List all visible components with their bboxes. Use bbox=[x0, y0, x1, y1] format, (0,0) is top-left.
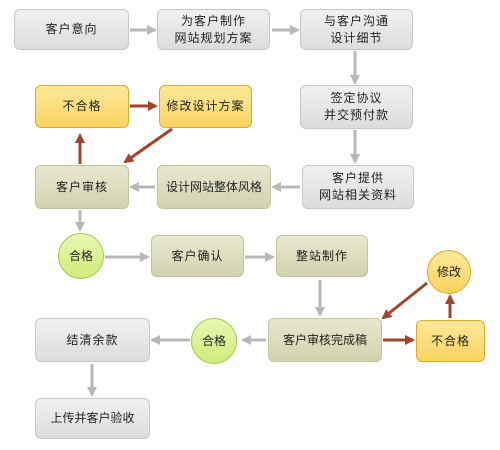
node-label: 客户审核 bbox=[55, 179, 108, 194]
node-pass-bottom: 合格 bbox=[191, 318, 237, 364]
arrow-modify-to-final-review bbox=[381, 281, 428, 320]
node-site-build: 整站制作 bbox=[276, 235, 368, 277]
node-label: 合格 bbox=[201, 333, 226, 348]
node-label: 客户确认 bbox=[171, 248, 224, 263]
node-fail-top: 不合格 bbox=[35, 85, 129, 128]
node-label: 不合格 bbox=[430, 333, 470, 348]
node-label: 上传并客户验收 bbox=[50, 411, 135, 425]
node-label: 合格 bbox=[68, 248, 93, 263]
node-customer-intent: 客户意向 bbox=[14, 9, 129, 50]
node-communicate-design: 与客户沟通 设计细节 bbox=[300, 9, 413, 50]
node-fail-bottom: 不合格 bbox=[416, 320, 485, 362]
node-label: 为客户制作 网站规划方案 bbox=[174, 13, 253, 45]
node-label: 不合格 bbox=[62, 99, 102, 113]
node-label: 客户审核完成稿 bbox=[282, 332, 367, 347]
node-upload-accept: 上传并客户验收 bbox=[35, 398, 150, 439]
node-sign-agreement: 签定协议 并交预付款 bbox=[300, 85, 413, 129]
node-site-plan: 为客户制作 网站规划方案 bbox=[157, 9, 270, 50]
node-provide-materials: 客户提供 网站相关资料 bbox=[302, 165, 414, 209]
arrow-modify-design-to-review bbox=[123, 127, 173, 164]
node-settle-balance: 结清余款 bbox=[35, 318, 150, 362]
node-label: 修改 bbox=[436, 264, 461, 279]
node-pass-mid: 合格 bbox=[58, 233, 104, 279]
node-customer-confirm: 客户确认 bbox=[151, 235, 244, 277]
node-label: 结清余款 bbox=[66, 332, 119, 347]
node-label: 修改设计方案 bbox=[166, 99, 245, 113]
node-label: 客户意向 bbox=[45, 22, 98, 36]
node-modify-design: 修改设计方案 bbox=[159, 85, 252, 128]
node-modify-small: 修改 bbox=[427, 250, 471, 294]
node-customer-review: 客户审核 bbox=[35, 165, 129, 209]
node-label: 设计网站整体风格 bbox=[165, 179, 262, 194]
node-label: 客户提供 网站相关资料 bbox=[318, 171, 397, 202]
node-label: 与客户沟通 设计细节 bbox=[323, 13, 389, 45]
node-overall-style: 设计网站整体风格 bbox=[157, 165, 271, 209]
node-label: 整站制作 bbox=[295, 248, 348, 263]
node-label: 签定协议 并交预付款 bbox=[323, 91, 389, 122]
node-final-review: 客户审核完成稿 bbox=[268, 318, 382, 362]
